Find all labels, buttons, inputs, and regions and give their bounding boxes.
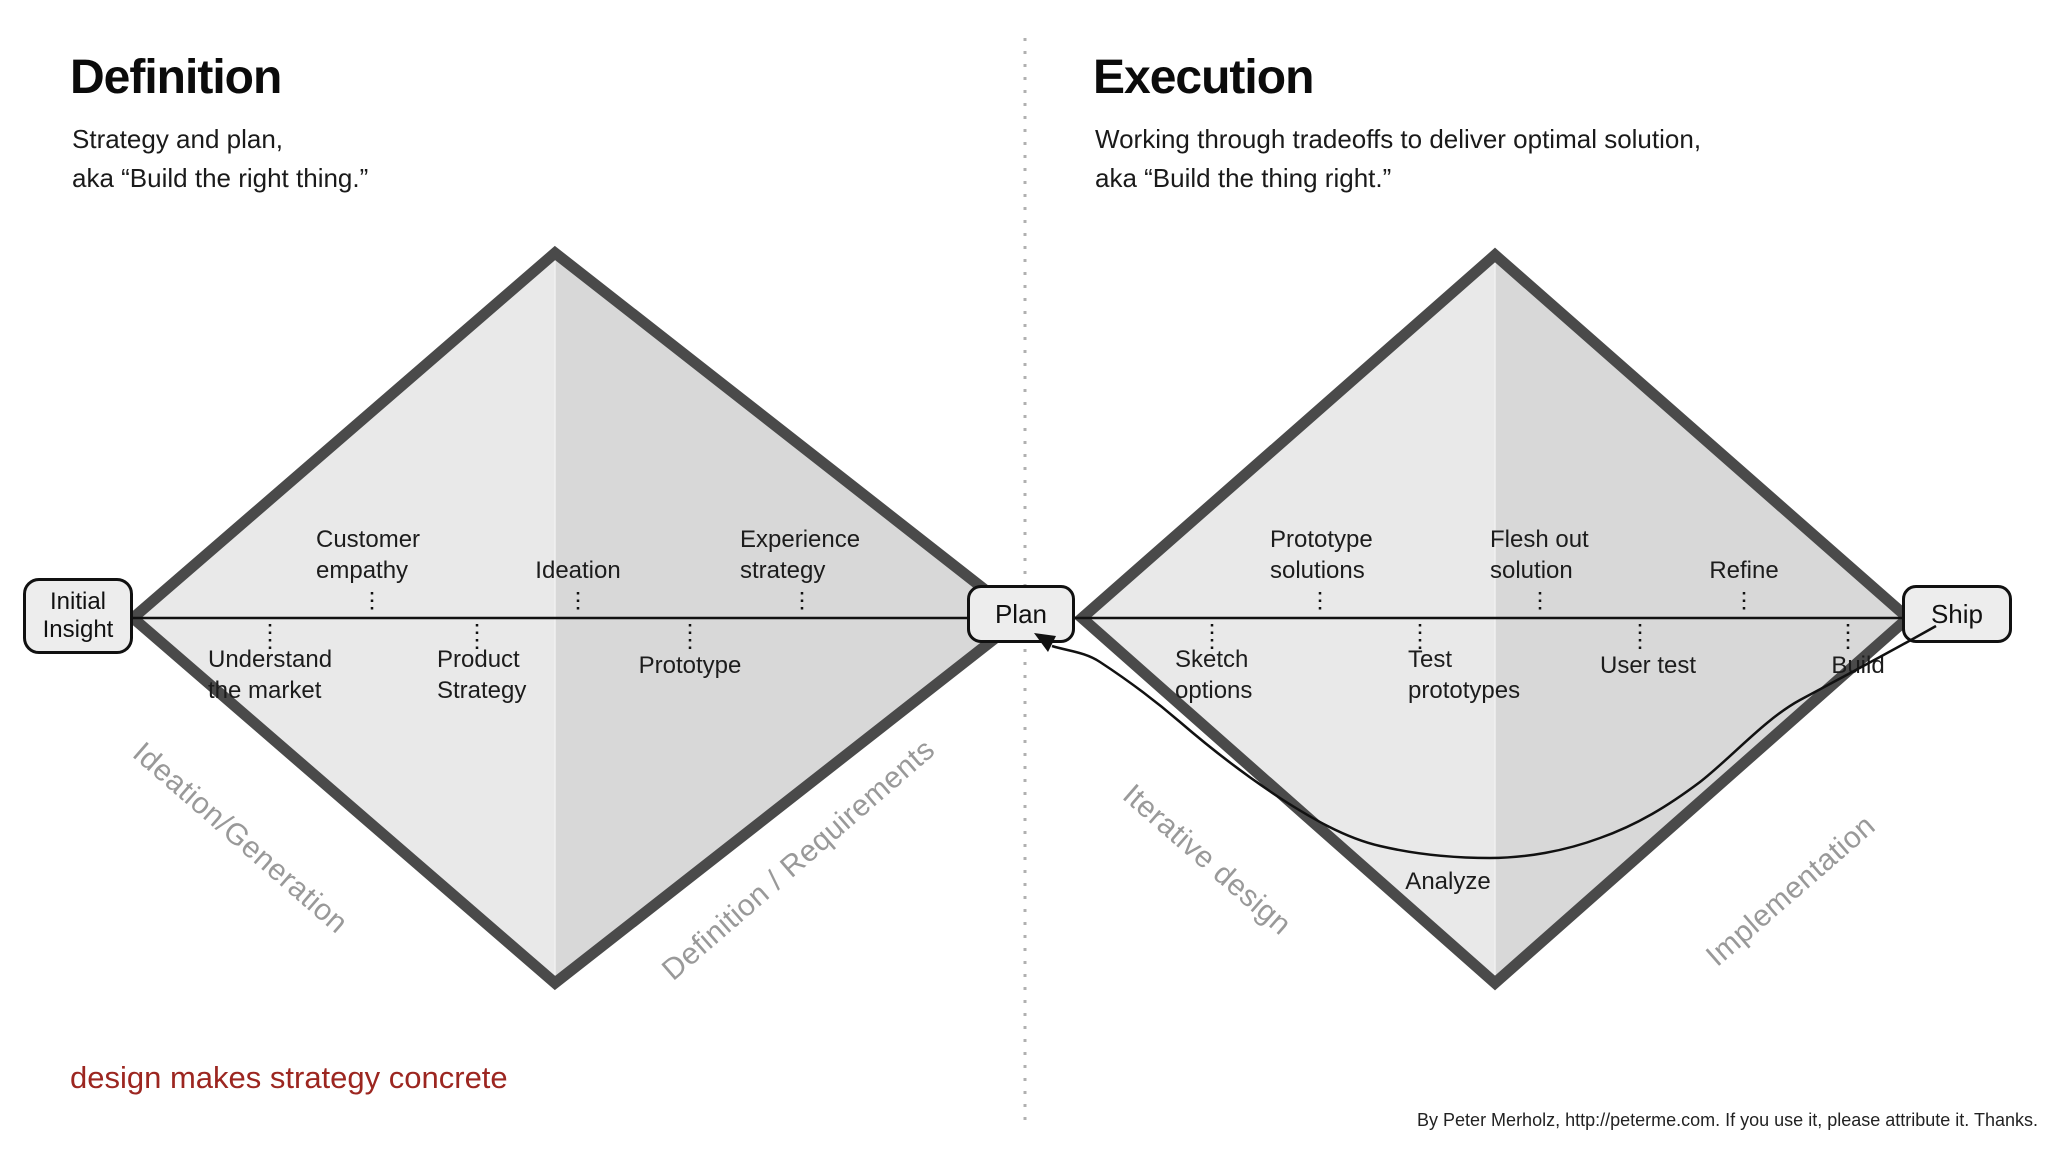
stage-sketch-options: Sketch options — [1175, 646, 1253, 704]
stage-test-prototypes: Test prototypes — [1408, 646, 1521, 704]
execution-subtitle: Working through tradeoffs to deliver opt… — [1095, 124, 1702, 193]
stage-ideation: Ideation — [535, 557, 621, 584]
definition-subtitle: Strategy and plan, aka “Build the right … — [72, 124, 369, 193]
node-initial-insight: Initial Insight — [23, 578, 133, 654]
tagline: design makes strategy concrete — [70, 1060, 508, 1095]
attribution: By Peter Merholz, http://peterme.com. If… — [1417, 1110, 2038, 1130]
execution-title: Execution — [1093, 51, 1314, 104]
stage-understand-the-market: Understand the market — [208, 646, 333, 704]
stage-refine: Refine — [1709, 557, 1779, 584]
stage-customer-empathy: Customer empathy — [316, 526, 421, 584]
stage-prototype-solutions: Prototype solutions — [1270, 526, 1373, 584]
stage-flesh-out-solution: Flesh out solution — [1490, 526, 1589, 584]
stage-analyze: Analyze — [1405, 868, 1491, 895]
stage-prototype: Prototype — [638, 652, 742, 679]
stage-build: Build — [1831, 652, 1885, 679]
stage-user-test: User test — [1599, 652, 1697, 679]
stage-product-strategy: Product Strategy — [437, 646, 527, 704]
node-ship: Ship — [1902, 585, 2012, 643]
definition-title: Definition — [70, 51, 282, 104]
node-plan: Plan — [967, 585, 1075, 643]
stage-experience-strategy: Experience strategy — [740, 526, 861, 584]
